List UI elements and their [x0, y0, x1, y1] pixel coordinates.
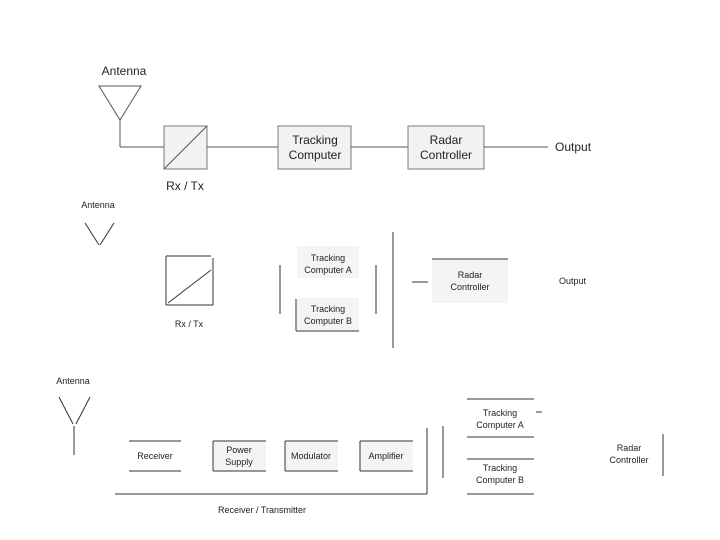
power-supply-label-2: Supply: [225, 457, 253, 467]
tracking-computer-label-2: Computer: [289, 148, 342, 162]
radar-controller-box: [407, 125, 485, 170]
amplifier-label: Amplifier: [368, 451, 403, 461]
power-supply-box: [213, 441, 266, 471]
rx-tx-label: Rx / Tx: [175, 319, 204, 329]
output-label: Output: [555, 140, 592, 154]
tracking-computer-a-label-2: Computer A: [304, 265, 352, 275]
antenna-label: Antenna: [81, 200, 115, 210]
diagram-1: Antenna Rx / Tx Tracking Computer Radar …: [98, 64, 592, 193]
tracking-computer-a-label-2: Computer A: [476, 420, 524, 430]
radar-controller-label-2: Controller: [450, 282, 489, 292]
rx-tx-switch-icon: [163, 125, 208, 170]
antenna-icon: [58, 396, 91, 455]
receiver-label: Receiver: [137, 451, 173, 461]
rx-tx-switch-icon: [165, 255, 214, 306]
tracking-computer-a-box: [297, 246, 359, 278]
output-label: Output: [559, 276, 587, 286]
tracking-computer-a-label-1: Tracking: [483, 408, 517, 418]
receiver-transmitter-label: Receiver / Transmitter: [218, 505, 306, 515]
tracking-computer-b-label-2: Computer B: [304, 316, 352, 326]
tracking-computer-a-label-1: Tracking: [311, 253, 345, 263]
radar-controller-label-1: Radar: [458, 270, 483, 280]
tracking-computer-b-label-2: Computer B: [476, 475, 524, 485]
antenna-label: Antenna: [102, 64, 147, 78]
radar-controller-box: [432, 259, 508, 303]
antenna-icon: [84, 222, 115, 246]
rx-tx-label: Rx / Tx: [166, 179, 204, 193]
tracking-computer-box: [277, 125, 352, 170]
tracking-computer-b-label-1: Tracking: [483, 463, 517, 473]
radar-controller-label-1: Radar: [617, 443, 642, 453]
antenna-icon: [98, 85, 164, 148]
diagram-2: Antenna Rx / Tx Tracking Computer A Trac…: [81, 200, 587, 348]
tracking-computer-b-box: [297, 298, 359, 330]
power-supply-label-1: Power: [226, 445, 252, 455]
radar-controller-label-1: Radar: [430, 133, 463, 147]
tracking-computer-b-label-1: Tracking: [311, 304, 345, 314]
radar-controller-label-2: Controller: [609, 455, 648, 465]
modulator-box: [285, 441, 338, 471]
amplifier-box: [360, 441, 413, 471]
radar-controller-label-2: Controller: [420, 148, 472, 162]
antenna-label: Antenna: [56, 376, 90, 386]
modulator-label: Modulator: [291, 451, 331, 461]
tracking-computer-label-1: Tracking: [292, 133, 338, 147]
diagram-3: Antenna Receiver Power Supply Modulator …: [56, 376, 664, 515]
